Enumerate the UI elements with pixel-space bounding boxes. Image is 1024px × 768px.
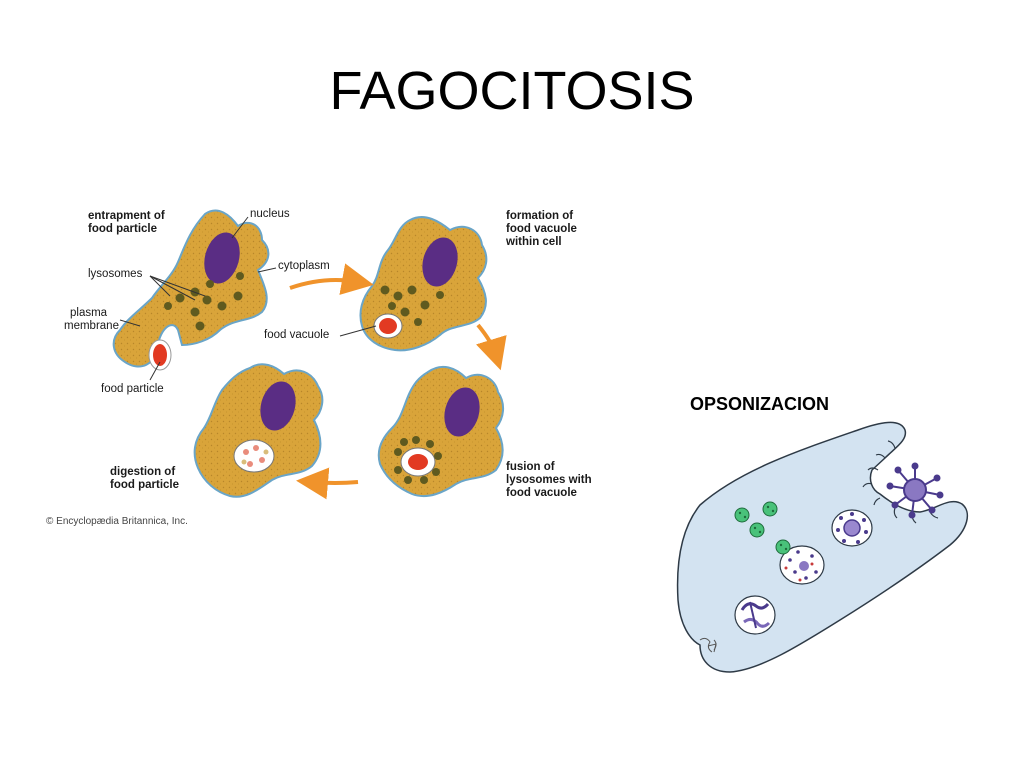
nucleus [204, 232, 240, 284]
lysosomes [380, 285, 444, 326]
label-digestion: digestion of food particle [110, 466, 180, 491]
label-food-vacuole: food vacuole [264, 329, 330, 341]
label-entrapment: entrapment of food particle [88, 210, 165, 235]
digestion-vacuole [233, 439, 275, 473]
exocytosed-debris [699, 637, 717, 653]
arrow-3-to-4 [296, 467, 359, 500]
label-formation: formation of food vacuole within cell [506, 210, 577, 248]
cell-formation [359, 216, 488, 352]
nucleus [260, 381, 296, 431]
phagosome-bacterium [831, 509, 873, 547]
cell-body [193, 363, 324, 498]
label-lysosomes: lysosomes [88, 268, 143, 280]
opsonization-label: OPSONIZACION [690, 394, 830, 414]
cell-body [377, 365, 504, 498]
label-pointers [119, 216, 377, 381]
label-plasma-membrane: plasma membrane [64, 307, 119, 332]
label-nucleus: nucleus [250, 208, 290, 220]
macrophage-cell [676, 421, 969, 673]
food-vacuole [373, 313, 403, 339]
slide-title: FAGOCITOSIS [329, 61, 695, 121]
food-particle [148, 339, 172, 371]
label-cytoplasm: cytoplasm [278, 260, 330, 272]
food-vacuole [400, 447, 436, 477]
label-fusion: fusion of lysosomes with food vacuole [506, 461, 592, 499]
opsonization-diagram [676, 421, 969, 673]
arrow-2-to-3 [475, 323, 507, 371]
arrow-1-to-2 [289, 263, 374, 295]
nucleus [422, 237, 458, 287]
nucleus [444, 387, 480, 437]
label-food-particle: food particle [101, 383, 164, 395]
lysosome-granules [734, 501, 791, 555]
process-arrows [289, 263, 507, 500]
phagolysosome [779, 545, 825, 585]
cell-entrapment [112, 209, 270, 371]
lysosomes [164, 272, 244, 331]
residual-body [734, 595, 776, 635]
cell-fusion [377, 365, 504, 498]
opsonized-bacterium [886, 462, 944, 519]
credit-text: © Encyclopædia Britannica, Inc. [46, 516, 188, 527]
cell-digestion [193, 363, 324, 498]
lysosomes [394, 436, 442, 484]
